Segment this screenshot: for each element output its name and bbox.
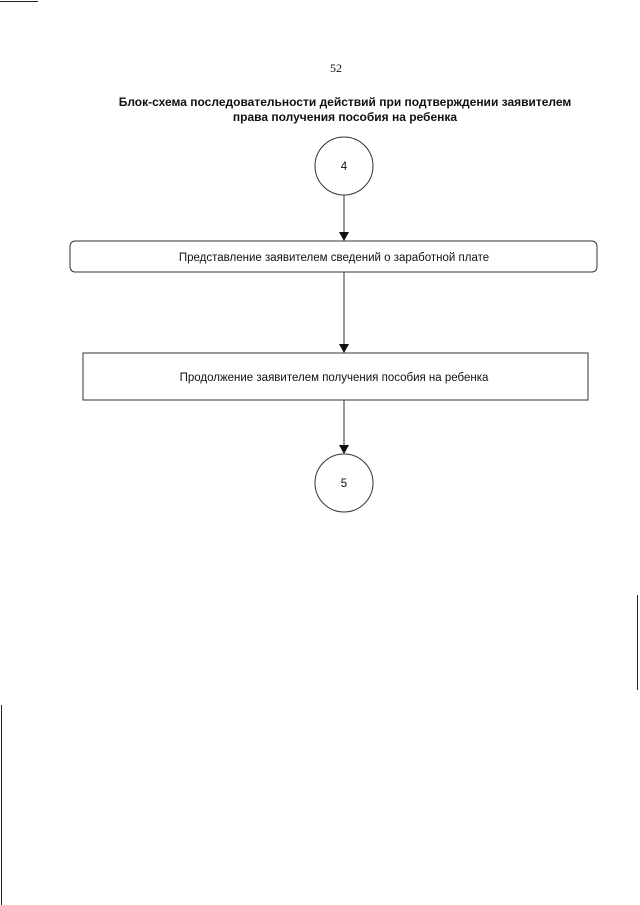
top-left-scan-line — [0, 1, 38, 2]
end-connector: 5 — [314, 453, 374, 513]
page-title: Блок-схема последовательности действий п… — [40, 95, 640, 125]
title-line-2: права получения пособия на ребенка — [232, 110, 458, 124]
title-line-1: Блок-схема последовательности действий п… — [118, 95, 572, 109]
right-scan-line — [637, 595, 638, 690]
step-2-box: Продолжение заявителем получения пособия… — [82, 352, 589, 401]
step-1-box: Представление заявителем сведений о зара… — [69, 240, 598, 273]
step-2-label: Продолжение заявителем получения пособия… — [180, 372, 489, 384]
start-connector: 4 — [314, 136, 374, 196]
left-scan-line — [1, 705, 2, 905]
end-connector-label: 5 — [341, 478, 347, 490]
step-1-label: Представление заявителем сведений о зара… — [179, 252, 489, 264]
page-number: 52 — [330, 61, 342, 75]
start-connector-label: 4 — [341, 161, 348, 173]
